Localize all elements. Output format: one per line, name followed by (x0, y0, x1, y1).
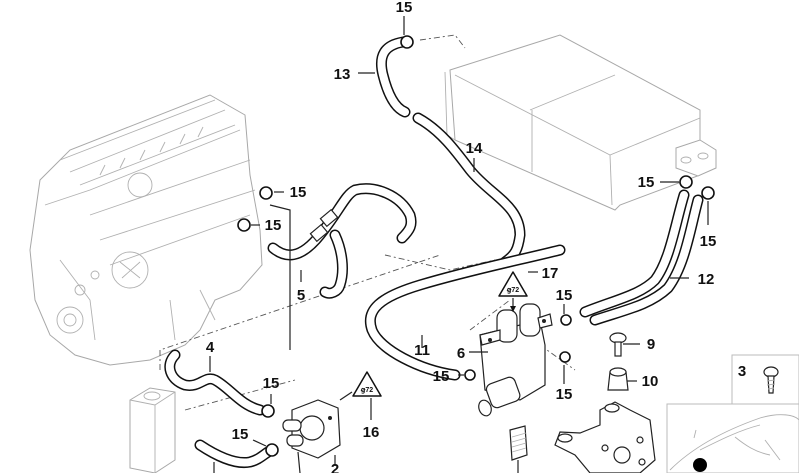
screw-9 (609, 332, 627, 357)
hose-5 (267, 183, 417, 299)
callout-5: 5 (297, 287, 305, 304)
callout-15: 15 (433, 368, 450, 385)
water-valve (478, 303, 553, 417)
warning-symbol-16-text: ꞡ72 (360, 387, 373, 394)
warning-symbol-17-text: ꞡ72 (506, 287, 519, 294)
callout-14: 14 (466, 140, 483, 157)
callout-12: 12 (698, 271, 715, 288)
callout-15: 15 (290, 184, 307, 201)
hose-lower (194, 439, 274, 469)
hose-14 (412, 112, 526, 268)
callout-15: 15 (700, 233, 717, 250)
callout-16: 16 (363, 424, 380, 441)
callout-15: 15 (638, 174, 655, 191)
callout-6: 6 (457, 345, 465, 362)
expansion-tank (129, 387, 176, 473)
screw-inset-box (731, 354, 799, 406)
callout-13: 13 (334, 66, 351, 83)
callout-15: 15 (263, 375, 280, 392)
callout-17: 17 (542, 265, 559, 282)
hose-4 (164, 349, 266, 416)
callout-4: 4 (206, 339, 215, 356)
warning-symbol-16: ꞡ72 (339, 371, 382, 401)
hose-clamps (237, 35, 715, 457)
auxiliary-water-pump (282, 399, 341, 459)
hose-13 (375, 36, 411, 118)
mounting-bracket (554, 401, 656, 473)
callout-15: 15 (265, 217, 282, 234)
vehicle-locator-inset (666, 403, 799, 473)
callout-11: 11 (414, 342, 430, 359)
leader-lines (209, 16, 709, 473)
warning-symbol-17: ꞡ72 (498, 271, 528, 312)
callout-15: 15 (396, 0, 413, 16)
foam-pad (509, 425, 528, 473)
location-dot (693, 458, 707, 472)
rubber-mount-10 (607, 367, 629, 391)
hose-11 (364, 244, 566, 381)
engine-block (29, 94, 263, 366)
hose-12 (579, 189, 704, 326)
callout-10: 10 (642, 373, 659, 390)
callout-2: 2 (331, 461, 339, 473)
callout-9: 9 (647, 336, 655, 353)
heater-core (444, 34, 717, 211)
callout-labels: 15 13 14 15 15 5 15 15 12 17 15 11 6 9 1… (206, 0, 746, 473)
callout-15: 15 (232, 426, 249, 443)
callout-15: 15 (556, 287, 573, 304)
callout-3: 3 (738, 363, 746, 380)
callout-15: 15 (556, 386, 573, 403)
